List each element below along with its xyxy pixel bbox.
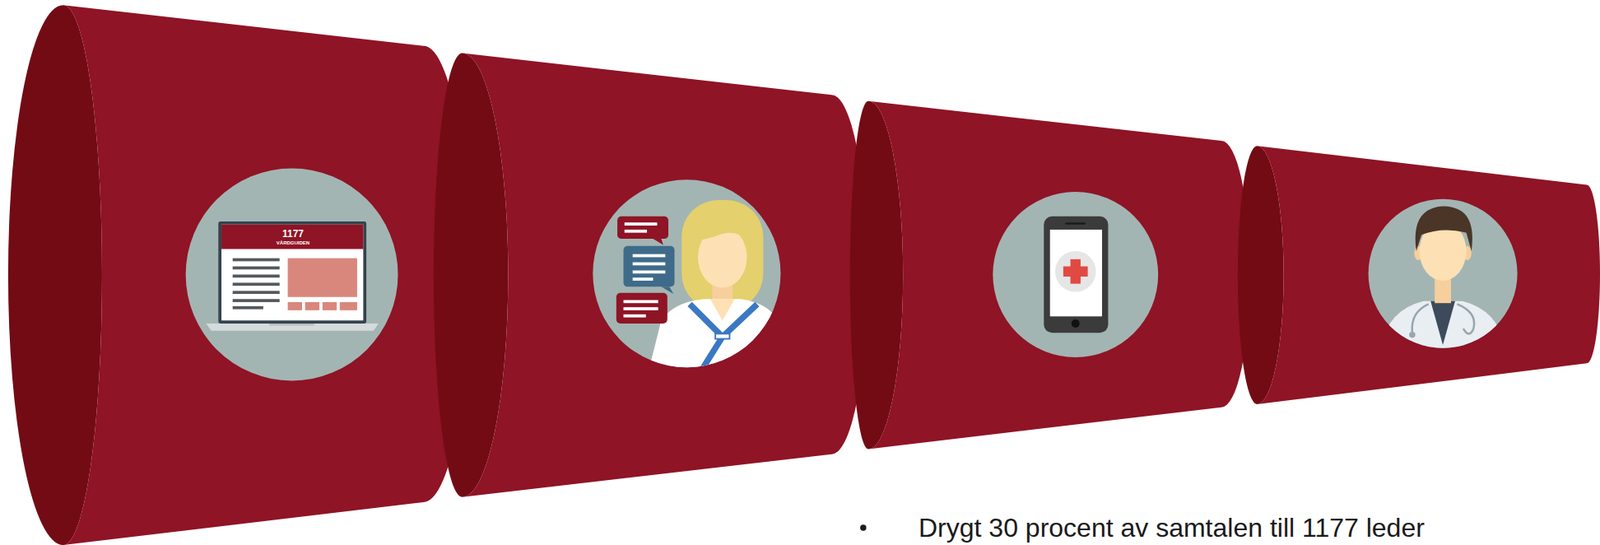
text-line	[232, 290, 280, 294]
bubble-line	[632, 277, 654, 281]
stethoscope-head	[1409, 331, 1415, 338]
funnel-segment	[63, 4, 470, 545]
nurse-straps	[689, 303, 758, 337]
thumb-block	[322, 302, 337, 311]
bubble-line	[632, 254, 666, 258]
speech-bubble	[623, 246, 675, 288]
text-line	[232, 266, 280, 270]
bubble-line	[623, 306, 659, 311]
funnel-segment	[462, 52, 868, 497]
bullet-text: Drygt 30 procent av samtalen till 1177 l…	[918, 513, 1594, 542]
phone-speaker	[1065, 222, 1086, 224]
bubble-line	[623, 299, 659, 303]
doctor-hair	[1415, 205, 1473, 252]
thumb-block	[305, 302, 320, 311]
text-line	[232, 298, 280, 303]
bubble-line	[632, 270, 666, 275]
laptop-frame	[218, 221, 367, 324]
funnel-opening	[8, 4, 103, 545]
text-line	[232, 306, 264, 310]
doctor-coat	[1379, 301, 1507, 353]
phone-body	[1043, 216, 1108, 333]
red-cross	[1063, 266, 1089, 277]
cross-badge	[1055, 251, 1097, 293]
bubble-line	[624, 222, 658, 226]
bubble-tail	[660, 286, 674, 294]
funnel-segment	[868, 101, 1251, 450]
icon-circle	[186, 168, 399, 382]
stethoscope	[1456, 303, 1475, 334]
laptop-screen	[221, 224, 363, 321]
site-subtitle: VÅRDGUIDEN	[260, 240, 326, 247]
icon-circle	[992, 191, 1159, 358]
thumb-block	[339, 302, 358, 311]
funnel-segment	[1256, 145, 1600, 405]
bubble-line	[624, 229, 647, 233]
doctor-neck	[1434, 278, 1452, 303]
doctor-icon	[1379, 205, 1507, 352]
image-block	[288, 258, 358, 298]
thumb-block	[288, 302, 303, 311]
nurse-lanyard	[702, 336, 723, 370]
text-line	[232, 258, 280, 262]
site-logo: 1177	[260, 228, 326, 240]
speech-bubble	[617, 216, 669, 239]
bullet-dot	[860, 524, 866, 531]
text-line	[232, 274, 280, 278]
phone-screen	[1050, 229, 1103, 317]
laptop-notch	[269, 323, 315, 326]
laptop-base	[205, 323, 379, 331]
stethoscope	[1412, 303, 1429, 333]
nurse-hair	[681, 200, 763, 311]
speech-bubble	[616, 293, 668, 324]
site-header	[221, 224, 363, 250]
bubble-line	[623, 314, 647, 318]
nurse-fringe	[697, 213, 750, 243]
doctor-shirt	[1430, 301, 1456, 345]
nurse-collar	[710, 298, 735, 321]
nurse-badge	[715, 333, 730, 339]
phone-button	[1071, 319, 1080, 328]
text-line	[232, 282, 280, 286]
nurse-coat	[649, 298, 793, 370]
bubble-tail	[652, 238, 663, 245]
bubble-line	[632, 262, 666, 266]
